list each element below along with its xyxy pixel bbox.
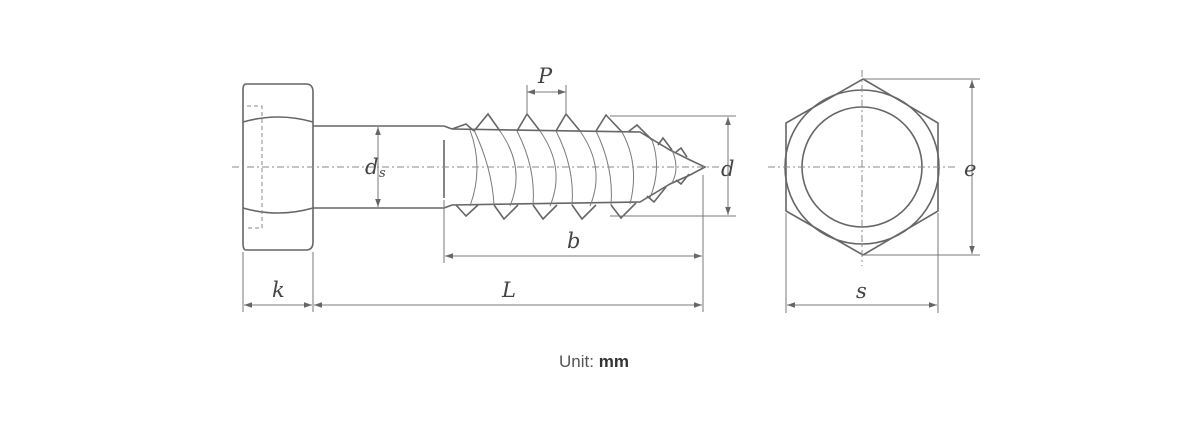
screw-shank <box>313 125 453 209</box>
shank-diameter-dimension: d s <box>365 127 386 207</box>
pitch-label: P <box>537 64 553 88</box>
thread-length-dimension: b <box>443 175 704 312</box>
length-dimension: L <box>314 278 702 308</box>
across-flats-dimension: s <box>785 213 939 313</box>
end-view: e s <box>768 70 980 313</box>
thread-diameter-dimension: d <box>610 115 736 217</box>
unit-value: mm <box>598 352 629 371</box>
across-corners-dimension: e <box>863 78 980 256</box>
shank-diameter-subscript: s <box>379 166 386 181</box>
unit-label: Unit: <box>559 352 594 371</box>
side-view: P d s d b k <box>232 64 736 312</box>
length-label: L <box>501 278 516 302</box>
thread-diameter-label: d <box>721 157 734 181</box>
across-corners-label: e <box>964 157 976 181</box>
thread-length-label: b <box>567 229 580 253</box>
across-flats-label: s <box>856 279 867 303</box>
shank-diameter-label: d <box>365 155 378 179</box>
unit-caption: Unit: mm <box>0 352 1188 372</box>
head-height-label: k <box>272 278 285 302</box>
pitch-dimension: P <box>526 64 567 115</box>
head-height-dimension: k <box>242 252 314 312</box>
